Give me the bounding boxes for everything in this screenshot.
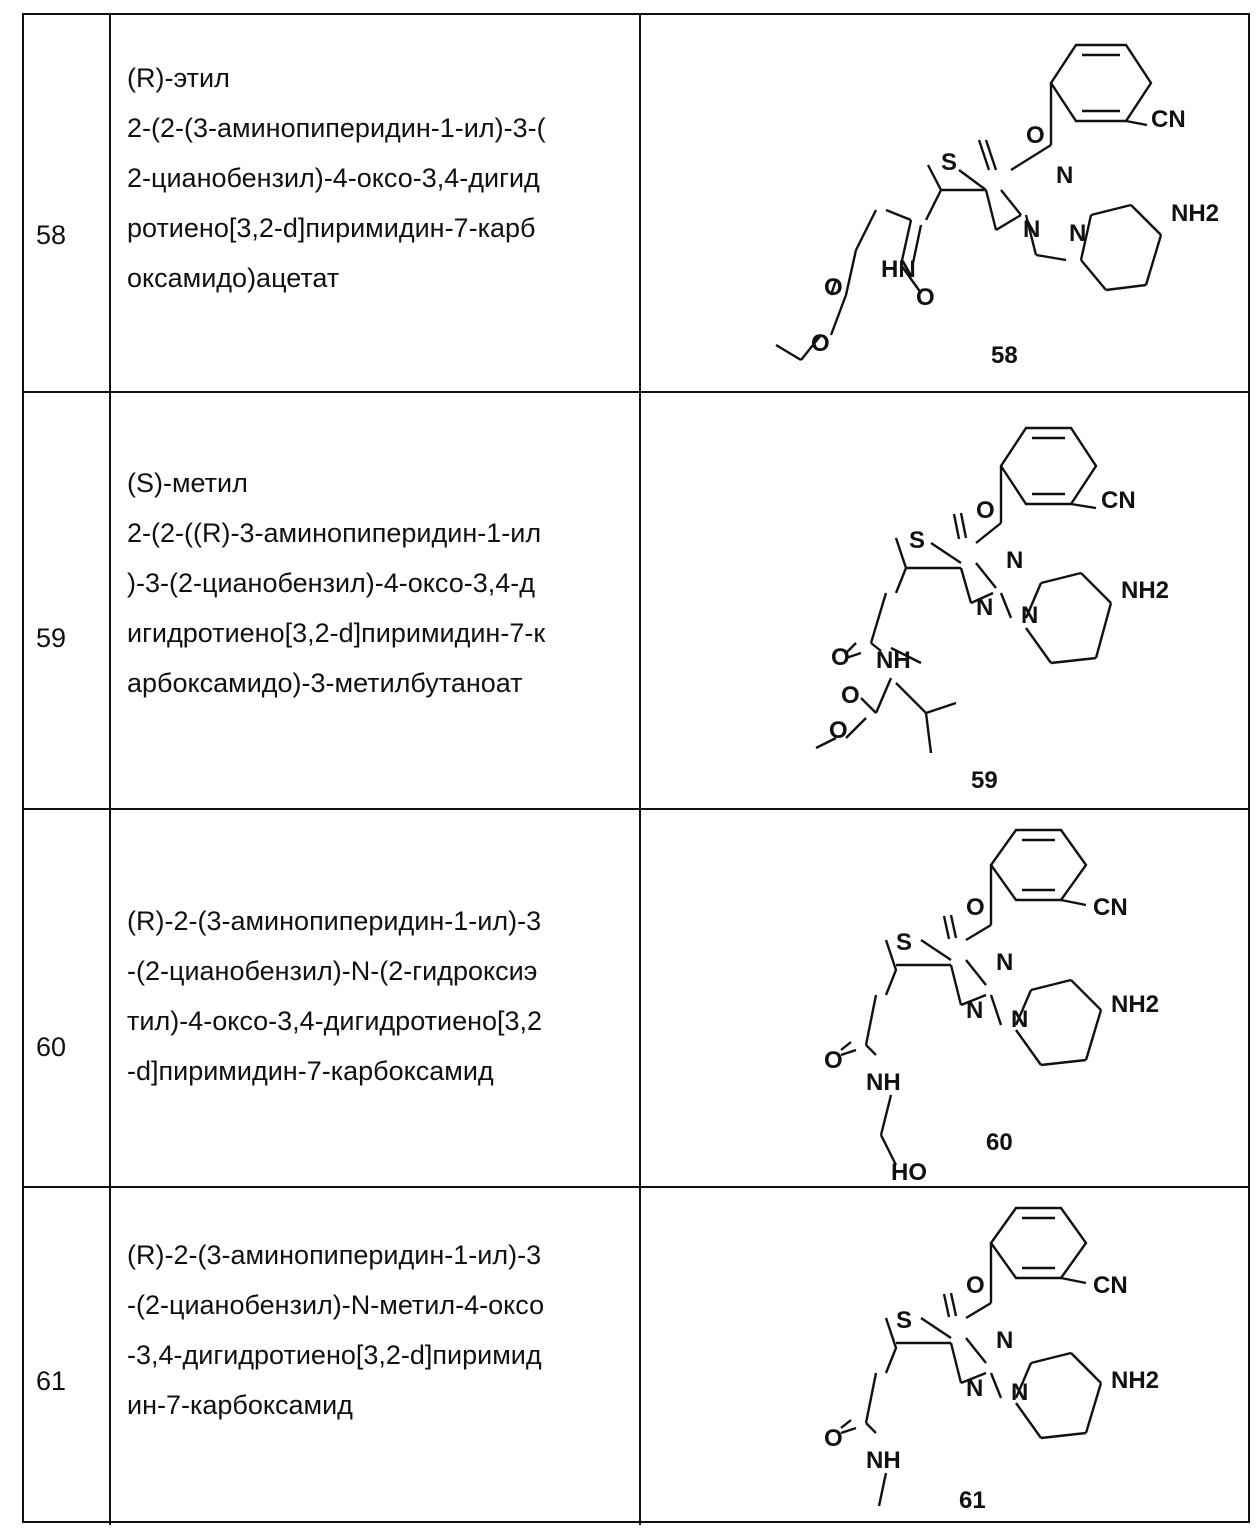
name-line: тил)-4-оксо-3,4-дигидротиено[3,2 bbox=[127, 996, 635, 1046]
name-line: (R)-2-(3-аминопиперидин-1-ил)-3 bbox=[127, 896, 635, 946]
sulfur-atom: S bbox=[896, 1307, 912, 1334]
nitrogen-atom: N bbox=[1006, 547, 1023, 574]
amide-oxygen: O bbox=[824, 1425, 843, 1452]
ester-oxygen: O bbox=[811, 330, 830, 357]
nitrogen-atom: N bbox=[996, 1327, 1013, 1354]
name-line: 2-(2-(3-аминопиперидин-1-ил)-3-( bbox=[127, 103, 635, 153]
table-row: 60 (R)-2-(3-аминопиперидин-1-ил)-3 -(2-ц… bbox=[24, 808, 1248, 1186]
amide-oxygen: O bbox=[831, 644, 850, 671]
nitrogen-atom: N bbox=[966, 1375, 983, 1402]
compound-number-cell: 61 bbox=[24, 1188, 111, 1525]
amino-group: NH2 bbox=[1171, 200, 1219, 227]
amide-oxygen: O bbox=[824, 1047, 843, 1074]
table-row: 59 (S)-метил 2-(2-((R)-3-аминопиперидин-… bbox=[24, 391, 1248, 808]
amide-nitrogen: NH bbox=[866, 1069, 901, 1096]
structure-cell: S O N N N CN NH2 NH O HO 60 bbox=[641, 810, 1248, 1186]
oxygen-atom: O bbox=[966, 894, 985, 921]
name-line: (R)-2-(3-аминопиперидин-1-ил)-3 bbox=[127, 1230, 635, 1280]
amino-group: NH2 bbox=[1121, 577, 1169, 604]
compound-number-cell: 59 bbox=[24, 393, 111, 808]
nitrogen-atom: N bbox=[1011, 1379, 1028, 1406]
compound-name-cell: (R)-этил 2-(2-(3-аминопиперидин-1-ил)-3-… bbox=[111, 15, 641, 391]
nitrogen-atom: N bbox=[1056, 162, 1073, 189]
nitrogen-atom: N bbox=[976, 594, 993, 621]
structure-cell: S O N N N CN NH2 NH O O O 59 bbox=[641, 393, 1248, 808]
compound-number: 58 bbox=[36, 220, 66, 251]
amide-oxygen: O bbox=[916, 284, 935, 311]
amino-group: NH2 bbox=[1111, 1367, 1159, 1394]
name-line: )-3-(2-цианобензил)-4-оксо-3,4-д bbox=[127, 558, 635, 608]
compound-number-cell: 60 bbox=[24, 810, 111, 1186]
name-line: (S)-метил bbox=[127, 458, 635, 508]
chemical-structure-60: S O N N N CN NH2 NH O HO 60 bbox=[641, 810, 1248, 1184]
structure-cell: S O N N N CN NH2 NH O 61 bbox=[641, 1188, 1248, 1525]
table-row: 58 (R)-этил 2-(2-(3-аминопиперидин-1-ил)… bbox=[24, 15, 1248, 391]
compound-number: 60 bbox=[36, 1032, 66, 1063]
structure-label: 61 bbox=[959, 1487, 986, 1514]
chemical-structure-58: S O N N N CN NH2 HN O O O 58 bbox=[641, 15, 1248, 387]
oxygen-atom: O bbox=[1026, 122, 1045, 149]
sulfur-atom: S bbox=[941, 149, 957, 176]
ester-oxygen: O bbox=[824, 274, 843, 301]
compound-number-cell: 58 bbox=[24, 15, 111, 391]
name-line: -3,4-дигидротиено[3,2-d]пиримид bbox=[127, 1330, 635, 1380]
amide-nitrogen: NH bbox=[876, 647, 911, 674]
structure-cell: S O N N N CN NH2 HN O O O 58 bbox=[641, 15, 1248, 391]
cyano-group: CN bbox=[1151, 106, 1186, 133]
nitrogen-atom: N bbox=[1011, 1006, 1028, 1033]
cyano-group: CN bbox=[1101, 487, 1136, 514]
compound-number: 61 bbox=[36, 1366, 66, 1397]
nitrogen-atom: N bbox=[1069, 220, 1086, 247]
nitrogen-atom: N bbox=[1021, 602, 1038, 629]
compound-number: 59 bbox=[36, 623, 66, 654]
nitrogen-atom: N bbox=[1023, 216, 1040, 243]
name-line: (R)-этил bbox=[127, 53, 635, 103]
name-line: -(2-цианобензил)-N-метил-4-оксо bbox=[127, 1280, 635, 1330]
compound-name: (R)-2-(3-аминопиперидин-1-ил)-3 -(2-циан… bbox=[127, 1230, 635, 1430]
structure-label: 59 bbox=[971, 767, 998, 794]
name-line: 2-цианобензил)-4-оксо-3,4-дигид bbox=[127, 153, 635, 203]
compound-table: 58 (R)-этил 2-(2-(3-аминопиперидин-1-ил)… bbox=[22, 13, 1250, 1523]
compound-name-cell: (S)-метил 2-(2-((R)-3-аминопиперидин-1-и… bbox=[111, 393, 641, 808]
name-line: 2-(2-((R)-3-аминопиперидин-1-ил bbox=[127, 508, 635, 558]
cyano-group: CN bbox=[1093, 1272, 1128, 1299]
compound-name-cell: (R)-2-(3-аминопиперидин-1-ил)-3 -(2-циан… bbox=[111, 810, 641, 1186]
compound-name: (R)-этил 2-(2-(3-аминопиперидин-1-ил)-3-… bbox=[127, 53, 635, 303]
amide-nitrogen: HN bbox=[881, 256, 916, 283]
nitrogen-atom: N bbox=[966, 997, 983, 1024]
compound-name-cell: (R)-2-(3-аминопиперидин-1-ил)-3 -(2-циан… bbox=[111, 1188, 641, 1525]
sulfur-atom: S bbox=[896, 929, 912, 956]
compound-name: (R)-2-(3-аминопиперидин-1-ил)-3 -(2-циан… bbox=[127, 896, 635, 1096]
ester-oxygen: O bbox=[829, 717, 848, 744]
compound-name: (S)-метил 2-(2-((R)-3-аминопиперидин-1-и… bbox=[127, 458, 635, 708]
chemical-structure-61: S O N N N CN NH2 NH O 61 bbox=[641, 1188, 1248, 1523]
name-line: ротиено[3,2-d]пиримидин-7-карб bbox=[127, 203, 635, 253]
name-line: арбоксамидо)-3-метилбутаноат bbox=[127, 658, 635, 708]
name-line: игидротиено[3,2-d]пиримидин-7-к bbox=[127, 608, 635, 658]
cyano-group: CN bbox=[1093, 894, 1128, 921]
oxygen-atom: O bbox=[966, 1272, 985, 1299]
oxygen-atom: O bbox=[976, 497, 995, 524]
amide-nitrogen: NH bbox=[866, 1447, 901, 1474]
name-line: -(2-цианобензил)-N-(2-гидроксиэ bbox=[127, 946, 635, 996]
amino-group: NH2 bbox=[1111, 991, 1159, 1018]
nitrogen-atom: N bbox=[996, 949, 1013, 976]
ester-oxygen: O bbox=[841, 682, 860, 709]
hydroxyl-group: HO bbox=[891, 1159, 927, 1184]
chemical-structure-59: S O N N N CN NH2 NH O O O 59 bbox=[641, 393, 1248, 806]
sulfur-atom: S bbox=[909, 527, 925, 554]
name-line: ин-7-карбоксамид bbox=[127, 1380, 635, 1430]
structure-label: 58 bbox=[991, 342, 1018, 369]
name-line: оксамидо)ацетат bbox=[127, 253, 635, 303]
name-line: -d]пиримидин-7-карбоксамид bbox=[127, 1046, 635, 1096]
structure-label: 60 bbox=[986, 1129, 1013, 1156]
table-row: 61 (R)-2-(3-аминопиперидин-1-ил)-3 -(2-ц… bbox=[24, 1186, 1248, 1525]
